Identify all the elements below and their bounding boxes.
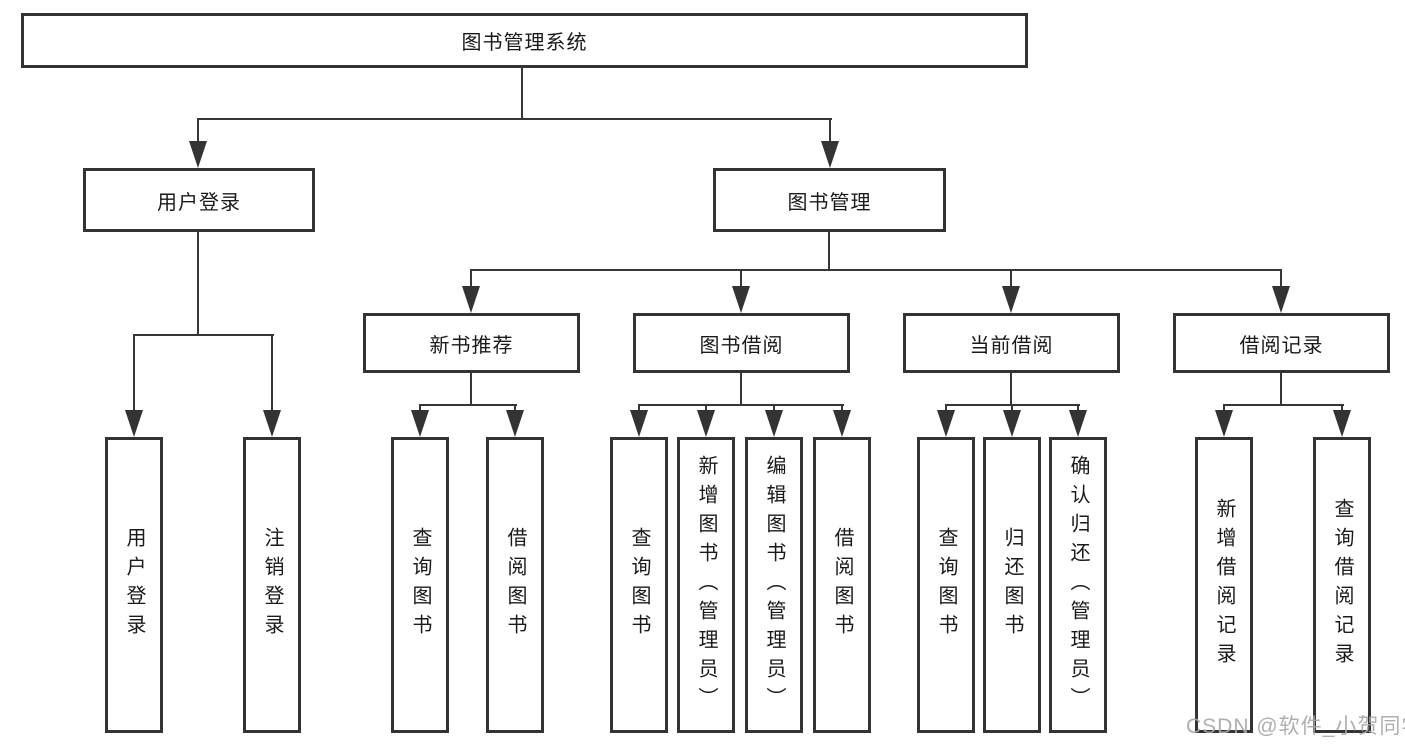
connector-to-book-mgmt	[829, 118, 831, 143]
connector-new-books-branch	[419, 404, 517, 406]
arrow-down-icon	[732, 286, 750, 313]
leaf-newbooks-borrow-label: 借阅图书	[504, 527, 526, 643]
connector-to-logout-leaf	[271, 334, 273, 412]
node-new-books: 新书推荐	[363, 313, 580, 373]
connector-leaf-drop	[841, 404, 843, 413]
connector-to-user-login	[197, 118, 199, 143]
arrow-down-icon	[1333, 410, 1351, 437]
leaf-newbooks-borrow: 借阅图书	[486, 437, 544, 733]
node-book-mgmt-label: 图书管理	[787, 191, 872, 214]
arrow-down-icon	[189, 141, 207, 168]
arrow-down-icon	[1272, 286, 1290, 313]
connector-book-borrow-stub	[740, 373, 742, 406]
node-current-borrow-label: 当前借阅	[969, 334, 1054, 357]
arrow-down-icon	[697, 410, 715, 437]
arrow-down-icon	[765, 410, 783, 437]
connector-leaf-drop	[1011, 404, 1013, 413]
connector-leaf-drop	[705, 404, 707, 413]
leaf-newbooks-query-label: 查询图书	[409, 527, 431, 643]
arrow-down-icon	[630, 410, 648, 437]
arrow-down-icon	[1069, 410, 1087, 437]
connector-leaf-drop	[419, 404, 421, 413]
arrow-down-icon	[462, 286, 480, 313]
connector-borrow-records-stub	[1280, 373, 1282, 406]
leaf-newbooks-query: 查询图书	[391, 437, 449, 733]
arrow-down-icon	[506, 410, 524, 437]
connector-to-login-leaf	[133, 334, 135, 412]
connector-leaf-drop	[773, 404, 775, 413]
connector-root-stub	[521, 66, 523, 120]
leaf-user-login: 用户登录	[105, 437, 163, 733]
node-book-mgmt: 图书管理	[713, 168, 946, 232]
node-user-login: 用户登录	[83, 168, 315, 232]
leaf-bookborrow-edit-admin: 编辑图书（管理员）	[745, 437, 803, 733]
leaf-currentborrow-return: 归还图书	[983, 437, 1041, 733]
arrow-down-icon	[1215, 410, 1233, 437]
connector-to-book-borrow	[740, 269, 742, 288]
node-root: 图书管理系统	[21, 13, 1028, 68]
connector-to-current-borrow	[1010, 269, 1012, 288]
leaf-bookborrow-edit-admin-label: 编辑图书（管理员）	[763, 454, 785, 716]
leaf-bookborrow-borrow-label: 借阅图书	[831, 527, 853, 643]
connector-leaf-drop	[1223, 404, 1225, 413]
connector-leaf-drop	[638, 404, 640, 413]
connector-borrow-records-branch	[1223, 404, 1344, 406]
leaf-records-add-label: 新增借阅记录	[1213, 498, 1235, 672]
node-current-borrow: 当前借阅	[903, 313, 1120, 373]
connector-leaf-drop	[1077, 404, 1079, 413]
leaf-records-add: 新增借阅记录	[1195, 437, 1253, 733]
leaf-bookborrow-query: 查询图书	[610, 437, 668, 733]
arrow-down-icon	[263, 410, 281, 437]
arrow-down-icon	[1002, 286, 1020, 313]
leaf-currentborrow-confirm-admin: 确认归还（管理员）	[1049, 437, 1107, 733]
leaf-user-login-label: 用户登录	[123, 527, 145, 643]
arrow-down-icon	[1003, 410, 1021, 437]
leaf-currentborrow-confirm-admin-label: 确认归还（管理员）	[1067, 454, 1089, 716]
leaf-records-query-label: 查询借阅记录	[1331, 498, 1353, 672]
node-user-login-label: 用户登录	[157, 191, 241, 214]
connector-root-branch	[197, 118, 832, 120]
connector-leaf-drop	[1341, 404, 1343, 413]
node-root-label: 图书管理系统	[461, 32, 588, 54]
leaf-currentborrow-return-label: 归还图书	[1001, 527, 1023, 643]
connector-new-books-stub	[470, 373, 472, 406]
connector-book-mgmt-stub	[828, 232, 830, 271]
csdn-watermark: CSDN @软件_小贺同学	[1186, 715, 1405, 738]
connector-to-borrow-records	[1280, 269, 1282, 288]
leaf-bookborrow-add-admin: 新增图书（管理员）	[677, 437, 735, 733]
connector-user-login-branch	[133, 334, 274, 336]
arrow-down-icon	[833, 410, 851, 437]
leaf-records-query: 查询借阅记录	[1313, 437, 1371, 733]
leaf-logout-label: 注销登录	[261, 527, 283, 643]
connector-user-login-stub	[197, 232, 199, 336]
arrow-down-icon	[937, 410, 955, 437]
connector-book-borrow-branch	[638, 404, 844, 406]
arrow-down-icon	[821, 141, 839, 168]
leaf-currentborrow-query: 查询图书	[917, 437, 975, 733]
node-book-borrow: 图书借阅	[633, 313, 850, 373]
node-new-books-label: 新书推荐	[429, 334, 514, 357]
connector-current-borrow-stub	[1010, 373, 1012, 406]
leaf-currentborrow-query-label: 查询图书	[935, 527, 957, 643]
leaf-bookborrow-query-label: 查询图书	[628, 527, 650, 643]
node-borrow-records: 借阅记录	[1173, 313, 1390, 373]
leaf-bookborrow-add-admin-label: 新增图书（管理员）	[695, 454, 717, 716]
arrow-down-icon	[125, 410, 143, 437]
connector-book-mgmt-branch	[470, 269, 1282, 271]
connector-leaf-drop	[514, 404, 516, 413]
connector-leaf-drop	[945, 404, 947, 413]
arrow-down-icon	[411, 410, 429, 437]
leaf-logout: 注销登录	[243, 437, 301, 733]
connector-to-new-books	[470, 269, 472, 288]
leaf-bookborrow-borrow: 借阅图书	[813, 437, 871, 733]
node-borrow-records-label: 借阅记录	[1239, 334, 1324, 357]
node-book-borrow-label: 图书借阅	[699, 334, 784, 357]
